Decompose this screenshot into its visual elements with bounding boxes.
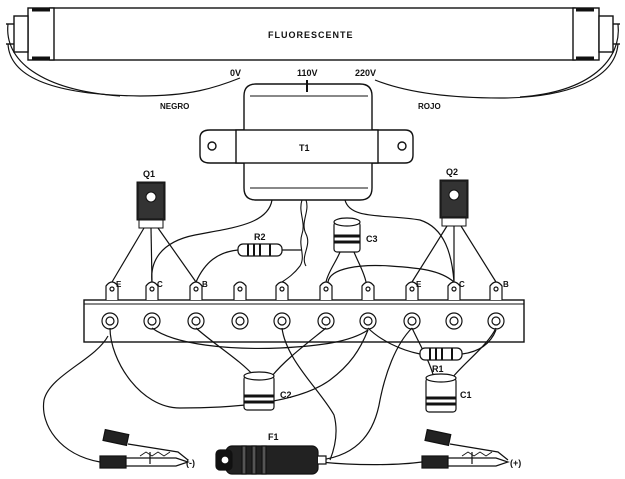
underside-wiring (109, 327, 497, 461)
r2-label: R2 (254, 232, 266, 242)
capacitor-c1 (425, 373, 457, 413)
fuse-holder (215, 445, 327, 475)
tap-110v-label: 110V (297, 68, 318, 78)
transformer-label: T1 (299, 143, 310, 153)
wire-right-label: ROJO (418, 102, 441, 111)
c1-label: C1 (460, 390, 472, 400)
screw-terminals (101, 312, 505, 330)
q1-pin-c-label: C (157, 280, 163, 289)
transistor-q2 (411, 179, 497, 283)
c3-bridge-wire (327, 264, 455, 283)
capacitor-c2 (243, 371, 275, 411)
tap-0v-label: 0V (230, 68, 241, 78)
tap-220v-label: 220V (355, 68, 376, 78)
alligator-clip-negative (99, 428, 190, 469)
transformer (199, 83, 414, 201)
terminal-lugs (105, 281, 503, 300)
tube-wires (7, 23, 619, 99)
q1-pin-e-label: E (116, 280, 122, 289)
c2-label: C2 (280, 390, 292, 400)
resistor-r2 (195, 243, 302, 283)
fuse-label: F1 (268, 432, 279, 442)
clip-positive-label: (+) (510, 458, 521, 468)
r1-label: R1 (432, 364, 444, 374)
tube-label: FLUORESCENTE (268, 30, 354, 40)
transformer-secondary-wires (151, 199, 455, 283)
resistor-r1 (419, 347, 463, 361)
q1-pin-b-label: B (202, 280, 208, 289)
battery-leads (42, 335, 423, 466)
capacitor-c3 (325, 217, 367, 283)
transistor-q1 (111, 181, 197, 283)
alligator-clip-positive (421, 428, 510, 469)
c3-label: C3 (366, 234, 378, 244)
q2-pin-b-label: B (503, 280, 509, 289)
fluorescent-tube (6, 7, 620, 61)
clip-negative-label: (-) (186, 458, 195, 468)
q2-label: Q2 (446, 167, 458, 177)
q2-pin-e-label: E (416, 280, 422, 289)
q2-pin-c-label: C (459, 280, 465, 289)
q1-label: Q1 (143, 169, 155, 179)
wire-left-label: NEGRO (160, 102, 189, 111)
